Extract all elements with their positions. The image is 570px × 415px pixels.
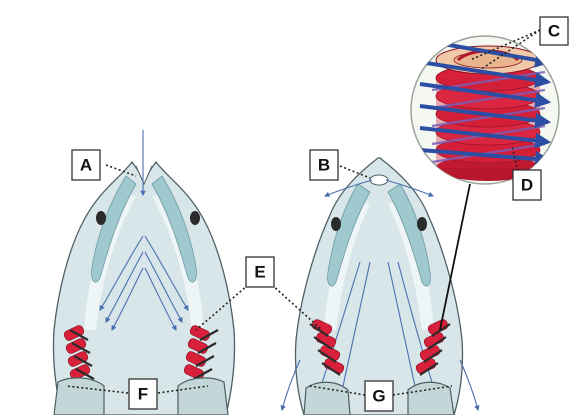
- label-F: F: [129, 379, 157, 409]
- left-fish-fin-right: [178, 378, 228, 415]
- label-C: C: [540, 17, 568, 45]
- label-A: A: [72, 150, 100, 180]
- svg-text:D: D: [521, 176, 533, 195]
- right-fish-fin-left: [304, 382, 350, 415]
- label-E: E: [246, 257, 274, 287]
- label-G: G: [365, 381, 393, 411]
- right-fish-body: [295, 158, 462, 415]
- closed-mouth: [370, 175, 388, 185]
- eye-icon: [417, 217, 427, 231]
- water-flow-arrow-icon: [460, 360, 478, 410]
- right-fish-head: [295, 158, 462, 415]
- svg-text:C: C: [548, 22, 560, 41]
- eye-icon: [190, 211, 200, 225]
- svg-text:G: G: [372, 387, 385, 406]
- svg-text:E: E: [254, 263, 265, 282]
- eye-icon: [96, 211, 106, 225]
- svg-text:A: A: [80, 156, 92, 175]
- label-B: B: [310, 150, 338, 180]
- svg-text:F: F: [138, 385, 148, 404]
- eye-icon: [331, 217, 341, 231]
- gill-magnifier: [411, 36, 559, 184]
- left-fish-fin-left: [54, 378, 104, 415]
- svg-text:B: B: [318, 156, 330, 175]
- label-D: D: [513, 170, 541, 200]
